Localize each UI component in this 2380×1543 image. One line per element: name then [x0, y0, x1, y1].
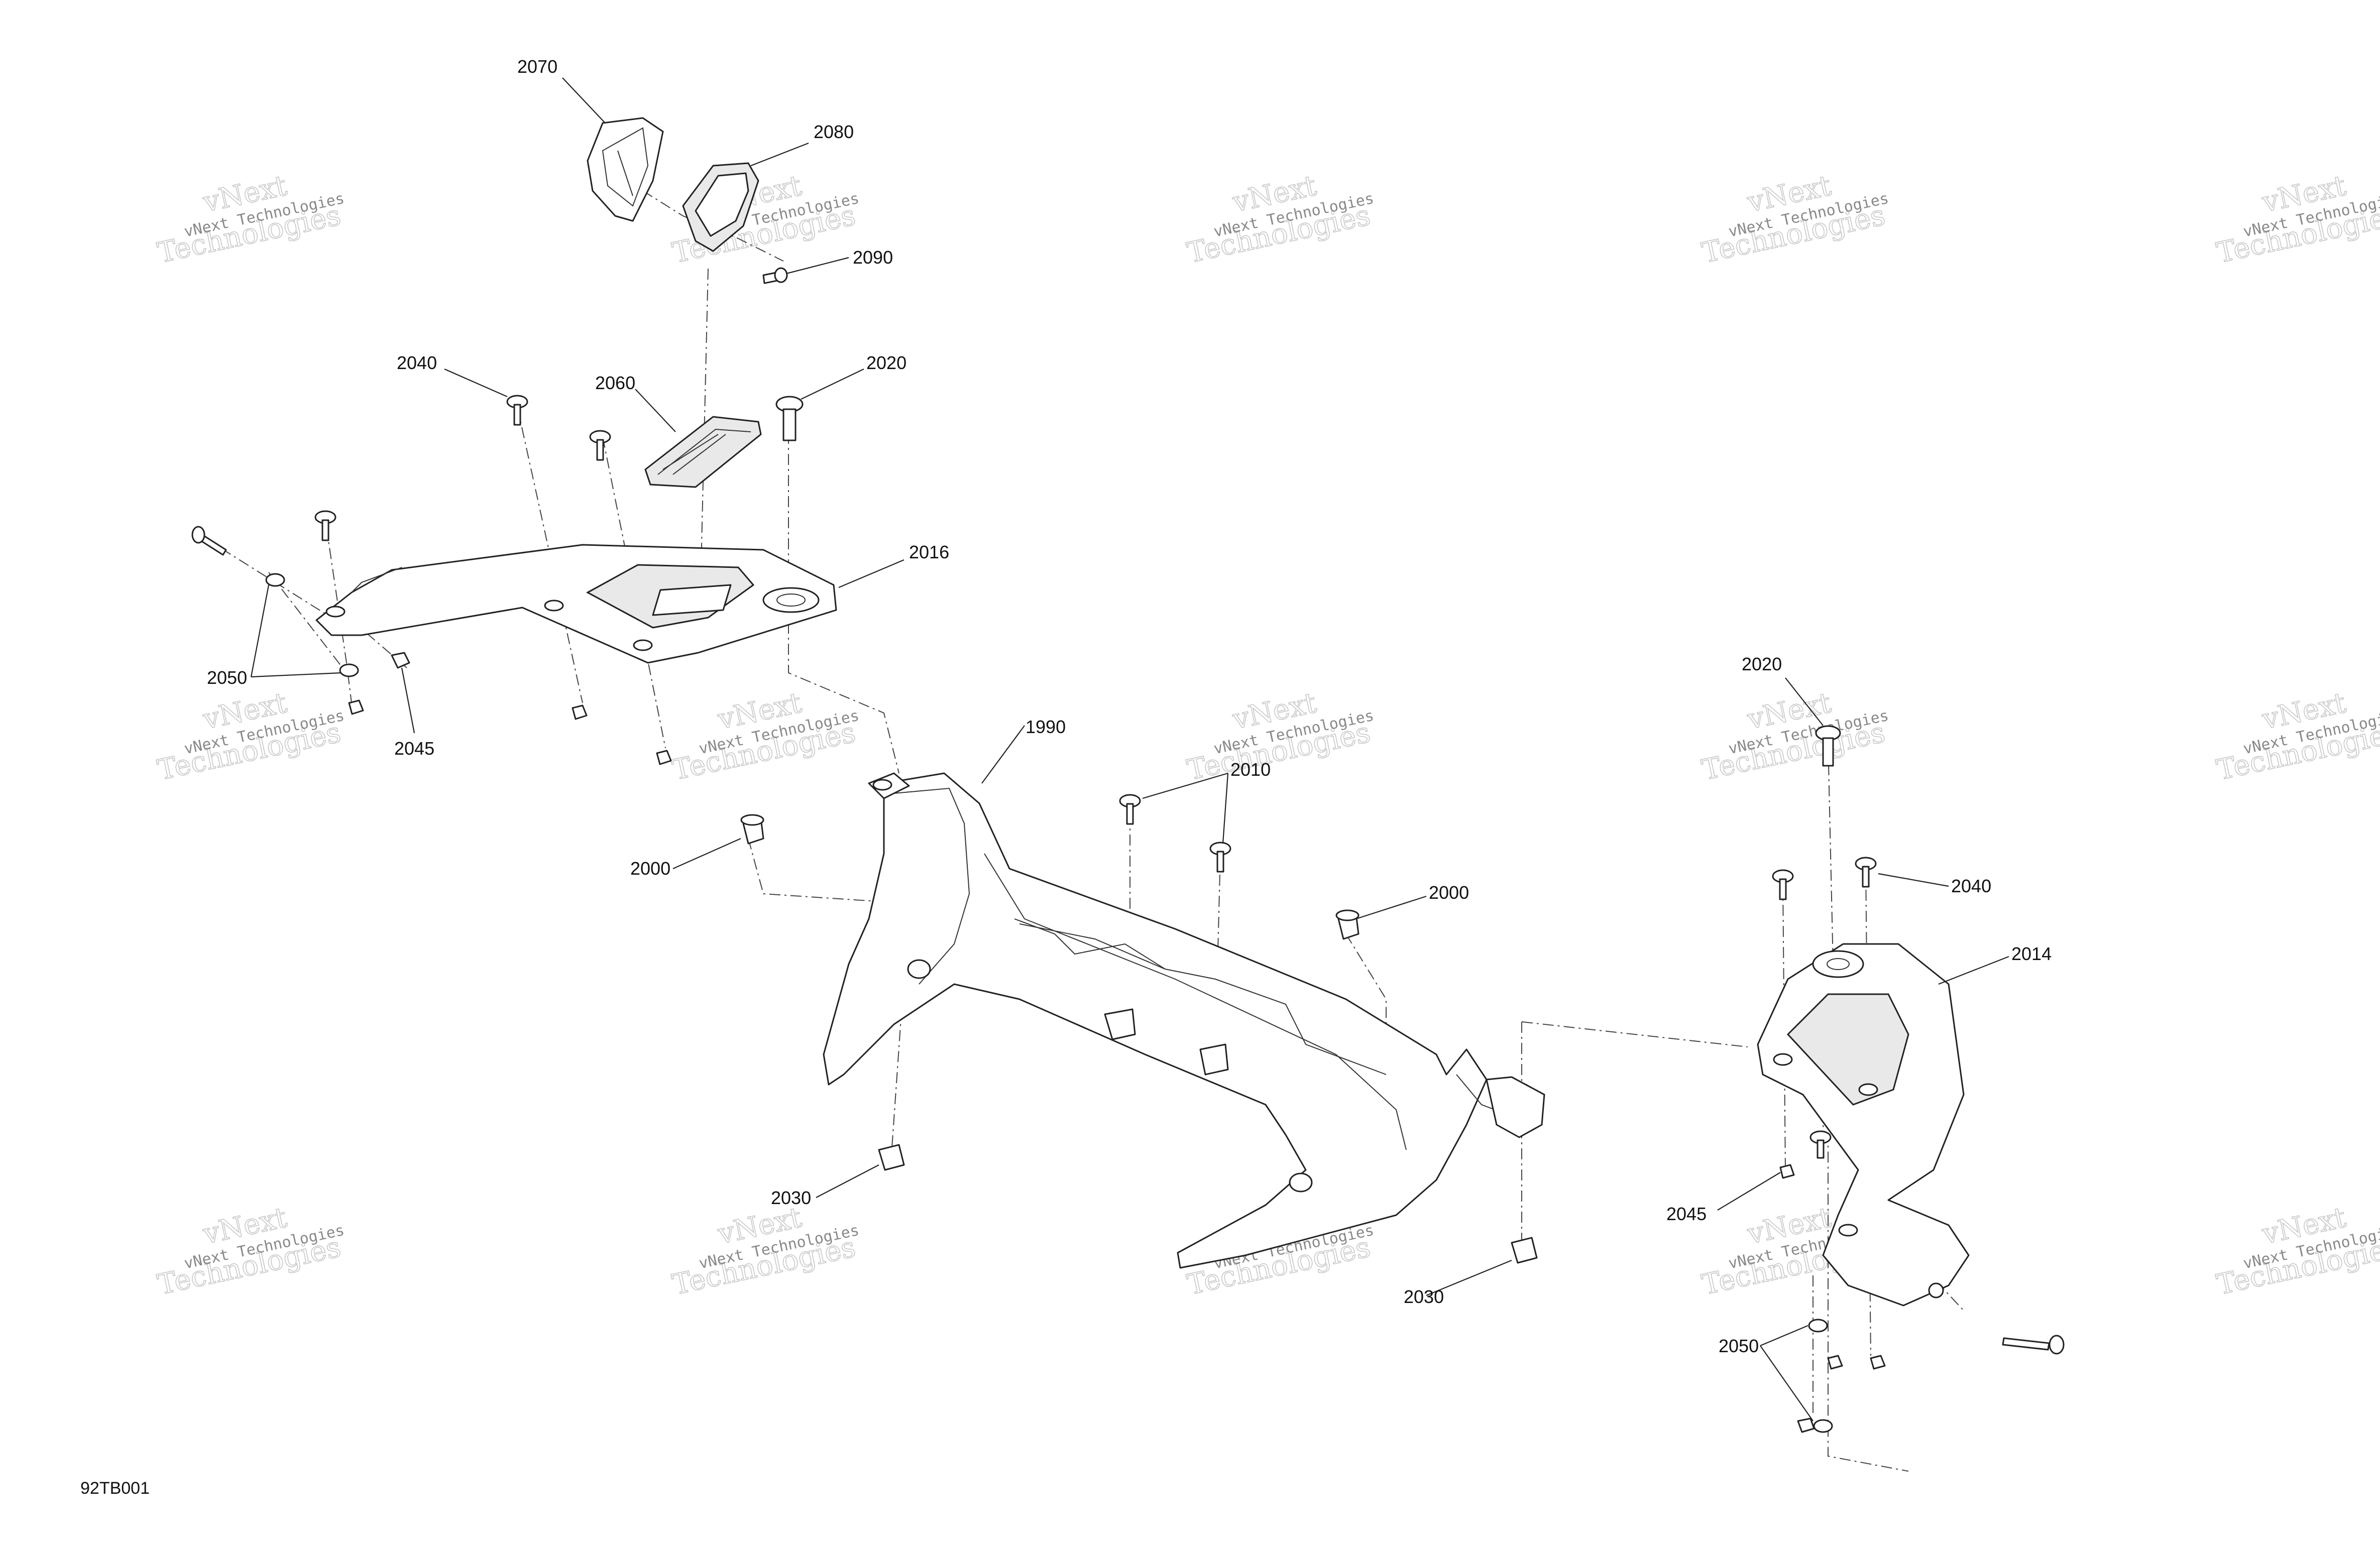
callout-2000-right: 2000 — [1429, 882, 1469, 903]
pad-2060 — [644, 416, 762, 488]
callout-2050-right: 2050 — [1719, 1336, 1759, 1356]
light-lens-2080 — [682, 162, 759, 252]
callout-2020-upper: 2020 — [866, 352, 906, 373]
callout-2040-upper: 2040 — [397, 352, 437, 373]
bracket-2016 — [315, 544, 837, 664]
callout-2010: 2010 — [1230, 759, 1271, 780]
callout-2045-left: 2045 — [394, 738, 434, 759]
fasteners — [191, 267, 2065, 1433]
callout-leaders — [250, 77, 2009, 1421]
callout-2014: 2014 — [2011, 943, 2052, 964]
callout-2040-right: 2040 — [1951, 876, 1991, 896]
callout-2060: 2060 — [595, 373, 635, 393]
callout-2016: 2016 — [909, 542, 949, 562]
callout-labels: 2070 2080 2090 2040 2060 2020 2016 2050 … — [207, 56, 2052, 1356]
callout-1990: 1990 — [1026, 717, 1066, 737]
callout-2050-left: 2050 — [207, 667, 247, 688]
callout-2090: 2090 — [853, 247, 893, 268]
callout-2020-right: 2020 — [1742, 654, 1782, 674]
callout-2030-right: 2030 — [1404, 1286, 1444, 1307]
light-housing-2070 — [587, 117, 664, 222]
bracket-2014 — [1757, 943, 1970, 1307]
assembly-lines — [203, 190, 1964, 1472]
callout-2000-left: 2000 — [630, 858, 670, 879]
callout-2045-right: 2045 — [1666, 1204, 1707, 1224]
callout-2080: 2080 — [814, 122, 854, 142]
callout-2070: 2070 — [517, 56, 557, 77]
support-1990 — [823, 772, 1545, 1269]
callout-2030-left: 2030 — [771, 1188, 811, 1208]
figure-id: 92TB001 — [80, 1479, 150, 1498]
